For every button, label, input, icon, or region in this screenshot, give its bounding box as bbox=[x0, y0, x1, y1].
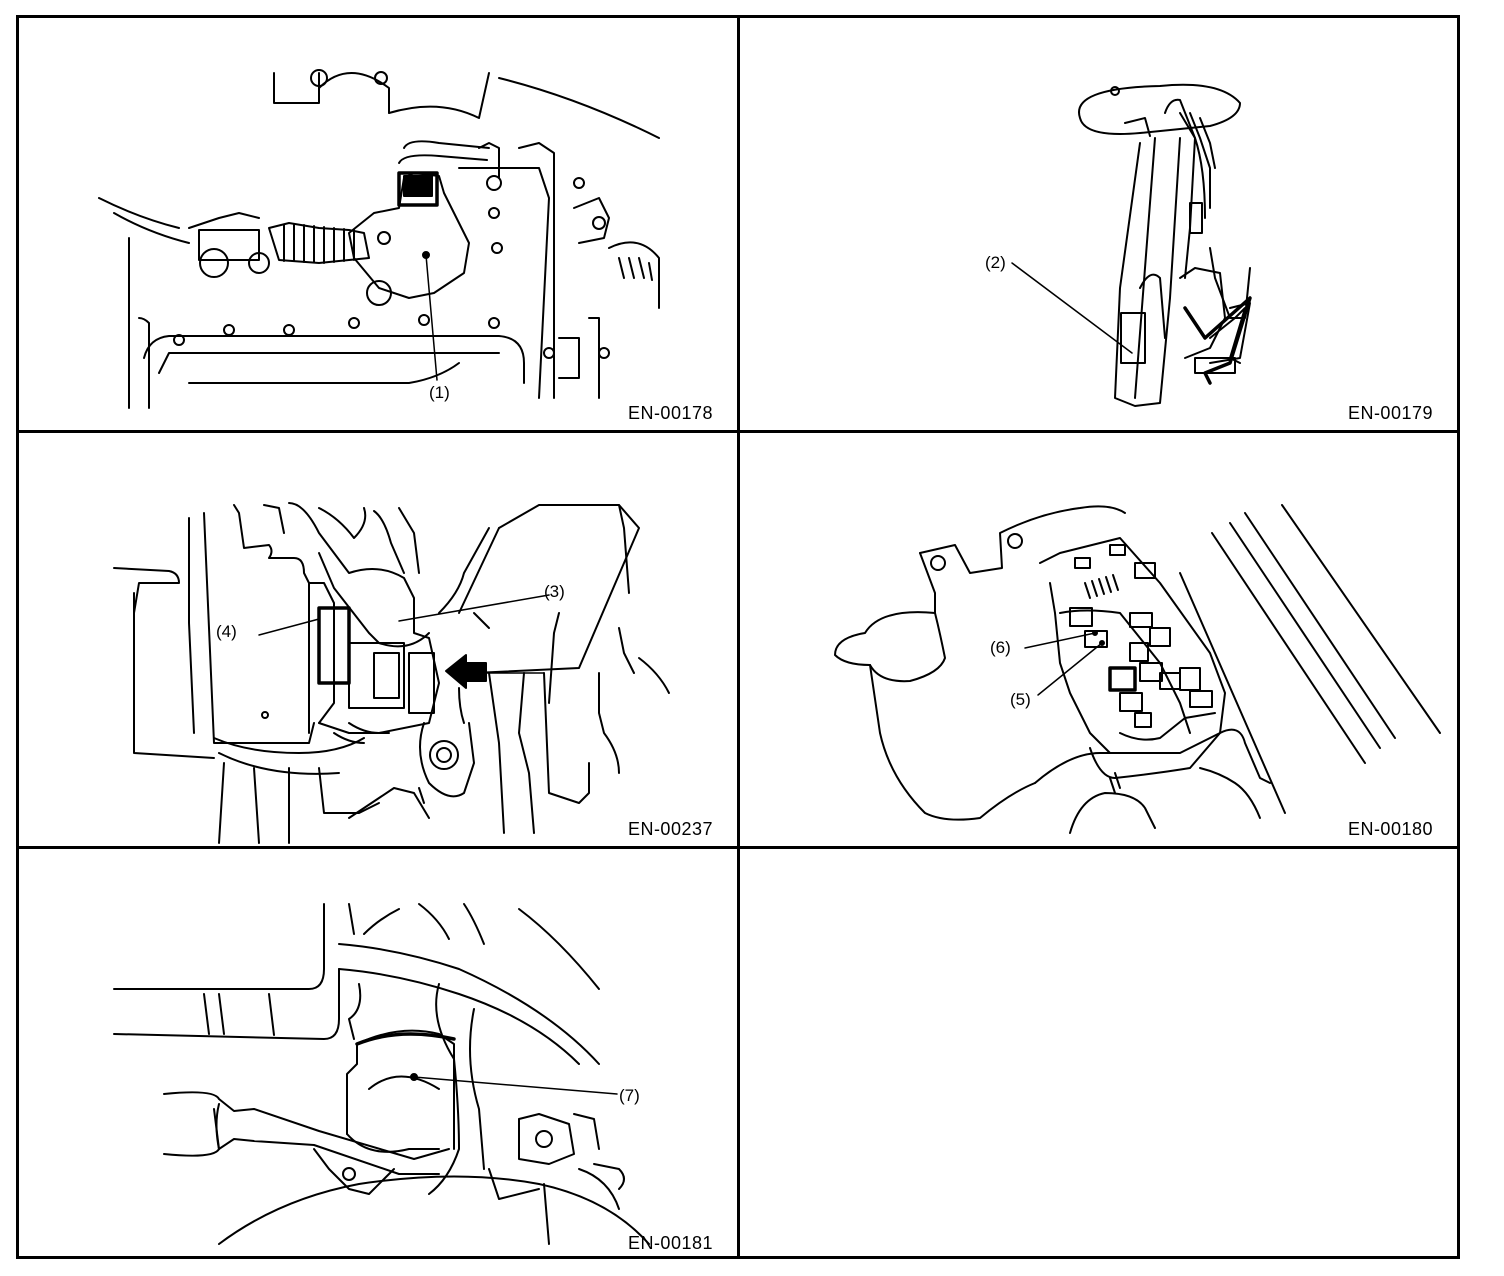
grid-divider-vertical bbox=[737, 18, 740, 1256]
callout-4: (4) bbox=[216, 622, 237, 641]
illustration-sensor-connector: (3) (4) bbox=[113, 502, 670, 844]
illustration-relay-box: (6) (5) bbox=[834, 504, 1441, 834]
figure-cell-empty bbox=[740, 849, 1457, 1256]
figure-cell-2: (2) EN-00179 bbox=[740, 18, 1457, 430]
callout-3: (3) bbox=[544, 582, 565, 601]
figure-cell-5: (7) EN-00181 bbox=[19, 849, 737, 1256]
figure-sheet: (1) EN-00178 (2) EN-00179 bbox=[16, 15, 1460, 1259]
illustration-sensor-removal: (7) bbox=[113, 903, 650, 1245]
illustration-transmission-sensor: (1) bbox=[98, 69, 660, 409]
callout-6: (6) bbox=[990, 638, 1011, 657]
figure-code: EN-00179 bbox=[1347, 403, 1433, 423]
illustration-fuel-pump-module: (2) bbox=[985, 83, 1252, 407]
callout-5: (5) bbox=[1010, 690, 1031, 709]
figure-cell-1: (1) EN-00178 bbox=[19, 18, 737, 430]
figure-code: EN-00237 bbox=[627, 819, 713, 839]
callout-2: (2) bbox=[985, 253, 1006, 272]
callout-7: (7) bbox=[619, 1086, 640, 1105]
figure-code: EN-00181 bbox=[627, 1233, 713, 1253]
figure-cell-4: (6) (5) EN-00180 bbox=[740, 433, 1457, 846]
grid-divider-row1 bbox=[19, 430, 1457, 433]
figure-code: EN-00178 bbox=[627, 403, 713, 423]
figure-cell-3: (3) (4) EN-00237 bbox=[19, 433, 737, 846]
figure-code: EN-00180 bbox=[1347, 819, 1433, 839]
callout-1: (1) bbox=[429, 383, 450, 402]
grid-divider-row2 bbox=[19, 846, 1457, 849]
